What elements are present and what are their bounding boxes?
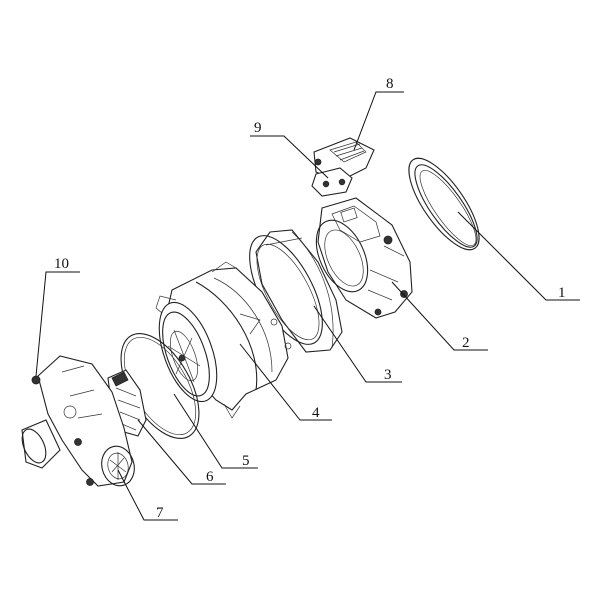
callout-3: 3 [384,367,392,383]
leader-3 [313,305,402,383]
part-9-bracket [311,167,353,197]
part-2-rear-housing [315,197,413,319]
callout-8: 8 [386,76,394,92]
leader-1 [457,211,580,301]
callout-1: 1 [558,285,566,301]
leader-4 [239,343,332,421]
callout-4: 4 [312,405,320,421]
leader-10 [35,271,80,377]
callout-labels: 1 2 3 4 5 6 7 8 9 10 [54,76,566,521]
leader-5 [173,393,258,469]
callout-5: 5 [242,453,250,469]
leader-8 [353,91,404,151]
part-1-seal-ring [408,157,480,251]
leader-lines [35,91,580,521]
callout-9: 9 [254,120,262,136]
callout-10: 10 [54,256,69,272]
part-10-pump-head [21,355,135,487]
leader-6 [137,419,226,485]
part-5-rotor-disc [158,301,218,403]
callout-2: 2 [462,335,470,351]
callout-7: 7 [156,505,164,521]
leader-2 [391,281,488,351]
leader-9 [250,135,329,179]
leader-7 [117,469,178,521]
callout-6: 6 [206,469,214,485]
